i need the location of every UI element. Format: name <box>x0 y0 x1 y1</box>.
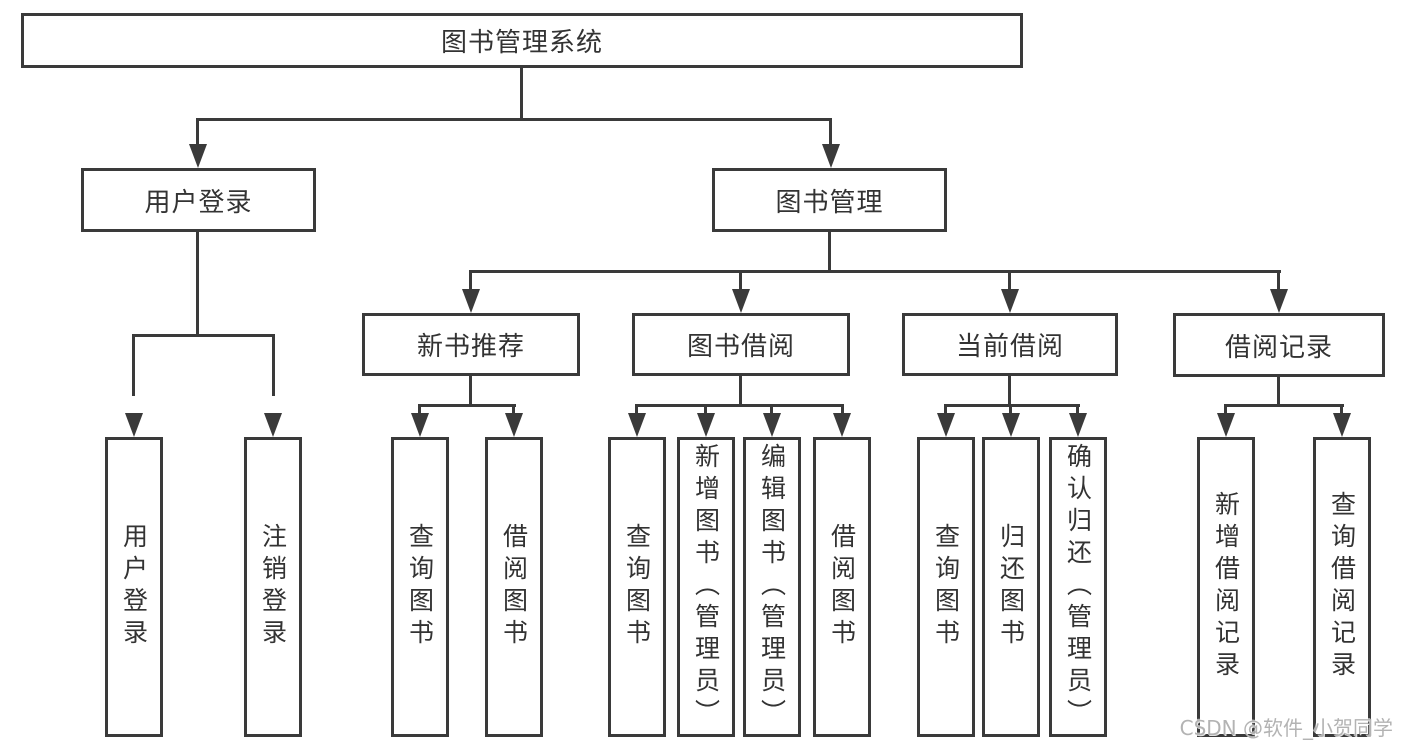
node-label: 新增图书（管理员） <box>691 443 721 731</box>
node-book-management: 图书管理 <box>712 168 947 232</box>
edge <box>828 232 831 273</box>
edge <box>770 404 773 416</box>
node-label: 查询借阅记录 <box>1327 491 1357 683</box>
node-label: 查询图书 <box>405 523 435 651</box>
node-edit-book-admin: 编辑图书（管理员） <box>743 437 801 737</box>
node-return-book: 归还图书 <box>982 437 1040 737</box>
node-label: 查询图书 <box>622 523 652 651</box>
node-user-login-leaf: 用户登录 <box>105 437 163 737</box>
arrowhead-down <box>822 144 840 168</box>
arrowhead-down <box>1217 413 1235 437</box>
arrowhead-down <box>1270 289 1288 313</box>
node-query-books-recommend: 查询图书 <box>391 437 449 737</box>
node-label: 归还图书 <box>996 523 1026 651</box>
node-label: 借阅图书 <box>499 523 529 651</box>
arrowhead-down <box>732 289 750 313</box>
edge <box>1076 404 1079 416</box>
node-query-books-borrow: 查询图书 <box>608 437 666 737</box>
arrowhead-down <box>264 413 282 437</box>
arrowhead-down <box>763 413 781 437</box>
edge <box>132 334 275 337</box>
node-logout: 注销登录 <box>244 437 302 737</box>
edge <box>944 404 1080 407</box>
node-add-book-admin: 新增图书（管理员） <box>677 437 735 737</box>
arrowhead-down <box>628 413 646 437</box>
arrowhead-down <box>1069 413 1087 437</box>
edge <box>520 68 523 121</box>
node-label: 借阅图书 <box>827 523 857 651</box>
arrowhead-down <box>462 289 480 313</box>
node-query-borrow-record: 查询借阅记录 <box>1313 437 1371 737</box>
node-label: 编辑图书（管理员） <box>757 443 787 731</box>
node-borrow-books-borrow: 借阅图书 <box>813 437 871 737</box>
edge <box>132 334 135 396</box>
node-book-borrowing: 图书借阅 <box>632 313 850 376</box>
edge <box>469 376 472 407</box>
node-query-books-current: 查询图书 <box>917 437 975 737</box>
edge <box>1224 404 1344 407</box>
node-confirm-return-admin: 确认归还（管理员） <box>1049 437 1107 737</box>
node-current-borrowing: 当前借阅 <box>902 313 1118 376</box>
node-label: 注销登录 <box>258 523 288 651</box>
node-root-library-management-system: 图书管理系统 <box>21 13 1023 68</box>
edge <box>196 232 199 337</box>
edge <box>739 376 742 407</box>
arrowhead-down <box>411 413 429 437</box>
edge <box>1277 377 1280 407</box>
edge <box>418 404 516 407</box>
edge <box>635 404 638 416</box>
arrowhead-down <box>697 413 715 437</box>
node-label: 查询图书 <box>931 523 961 651</box>
arrowhead-down <box>1002 413 1020 437</box>
edge <box>512 404 515 416</box>
edge <box>1277 270 1280 292</box>
arrowhead-down <box>189 144 207 168</box>
node-borrow-books-recommend: 借阅图书 <box>485 437 543 737</box>
node-label: 新增借阅记录 <box>1211 491 1241 683</box>
csdn-watermark: CSDN @软件_小贺同学 <box>1179 716 1393 740</box>
edge <box>1008 376 1011 407</box>
node-add-borrow-record: 新增借阅记录 <box>1197 437 1255 737</box>
arrowhead-down <box>937 413 955 437</box>
edge <box>196 118 832 121</box>
edge <box>739 270 742 292</box>
edge <box>418 404 421 416</box>
arrowhead-down <box>1333 413 1351 437</box>
arrowhead-down <box>833 413 851 437</box>
edge <box>944 404 947 416</box>
edge <box>1009 404 1012 416</box>
edge <box>1340 404 1343 416</box>
arrowhead-down <box>505 413 523 437</box>
edge <box>469 270 472 292</box>
node-new-book-recommendation: 新书推荐 <box>362 313 580 376</box>
edge <box>1008 270 1011 292</box>
edge <box>272 334 275 396</box>
edge <box>469 270 1281 273</box>
edge <box>841 404 844 416</box>
edge <box>1224 404 1227 416</box>
node-borrowing-records: 借阅记录 <box>1173 313 1385 377</box>
edge <box>635 404 844 407</box>
arrowhead-down <box>1001 289 1019 313</box>
arrowhead-down <box>125 413 143 437</box>
node-label: 用户登录 <box>119 523 149 651</box>
node-user-login: 用户登录 <box>81 168 316 232</box>
edge <box>829 118 832 150</box>
node-label: 确认归还（管理员） <box>1063 443 1093 731</box>
edge <box>196 118 199 150</box>
edge <box>704 404 707 416</box>
